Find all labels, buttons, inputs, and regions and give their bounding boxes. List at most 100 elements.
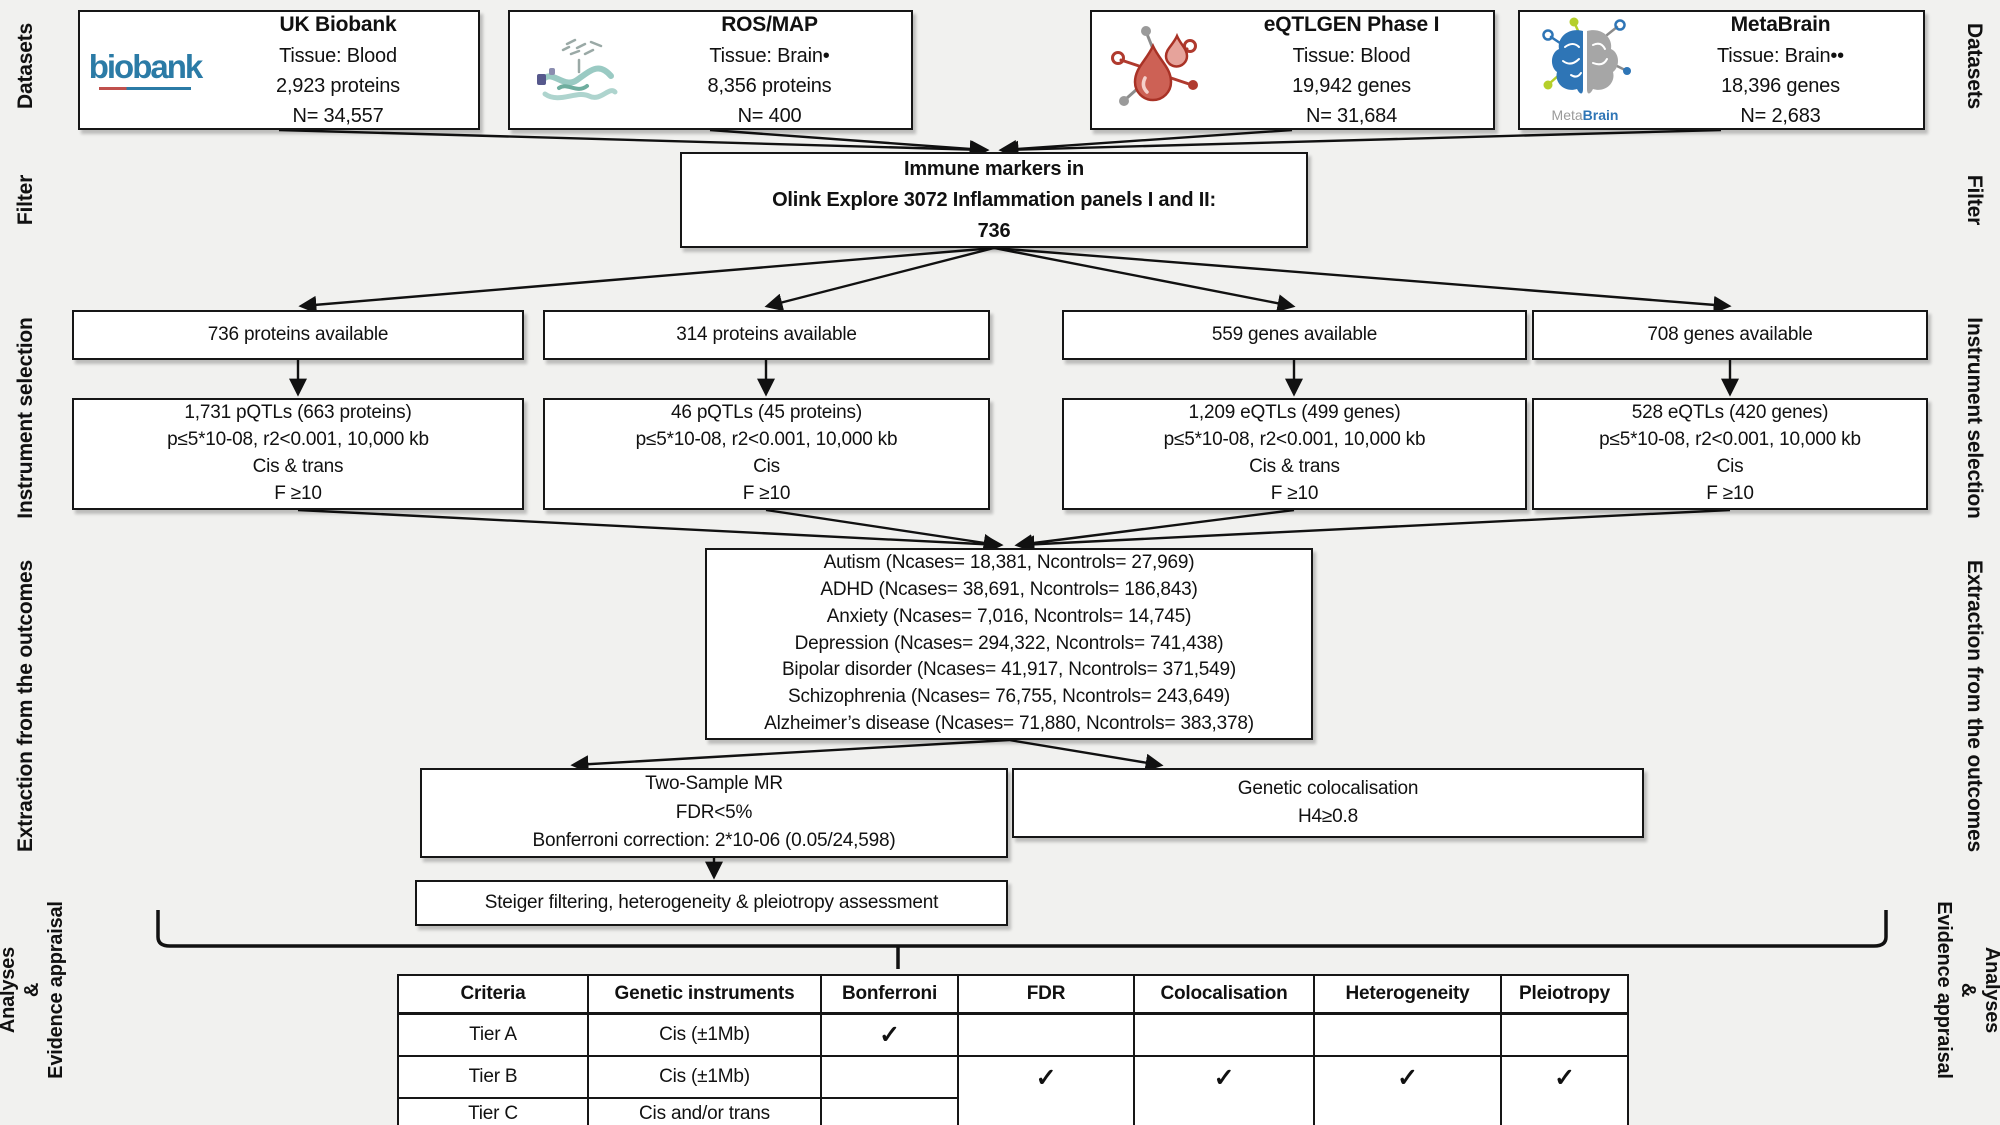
- tier-a-fdr-cell: [957, 1012, 1135, 1057]
- header-colocalisation: Colocalisation: [1133, 974, 1315, 1015]
- filter-box: Immune markers in Olink Explore 3072 Inf…: [680, 152, 1308, 248]
- dataset-title: eQTLGEN Phase I: [1263, 13, 1440, 37]
- dataset-title: MetaBrain: [1730, 13, 1831, 37]
- uk-biobank-logo: biobank: [86, 50, 204, 90]
- qtl-line1: 46 pQTLs (45 proteins): [671, 402, 862, 424]
- qtl-box-rosmap: 46 pQTLs (45 proteins) p≤5*10-08, r2<0.0…: [543, 398, 990, 510]
- available-box-ukb: 736 proteins available: [72, 310, 524, 360]
- available-text: 314 proteins available: [676, 324, 857, 345]
- metabrain-logo-text: MetaBrain: [1552, 107, 1619, 123]
- side-label-extraction-right: Extraction from the outcomes: [1963, 560, 1986, 852]
- outcome-bipolar: Bipolar disorder (Ncases= 41,917, Ncontr…: [781, 659, 1237, 681]
- qtl-line3: Cis: [753, 456, 780, 477]
- metabrain-meta-text: Meta: [1551, 107, 1583, 123]
- dataset-box-rosmap: ROS/MAP Tissue: Brain• 8,356 proteins N=…: [508, 10, 913, 130]
- side-label-instrument-left: Instrument selection: [14, 317, 37, 519]
- tier-a-row: Tier A Cis (±1Mb) ✓: [397, 1012, 1629, 1057]
- analyses-label-line2: &: [1957, 982, 1979, 998]
- protein-structure-icon: [516, 24, 634, 116]
- steiger-text: Steiger filtering, heterogeneity & pleio…: [484, 892, 939, 913]
- side-label-datasets-right: Datasets: [1963, 23, 1986, 109]
- mr-title: Two-Sample MR: [645, 773, 783, 795]
- header-genetic-instruments: Genetic instruments: [587, 974, 822, 1015]
- dataset-markers: 8,356 proteins: [707, 74, 832, 97]
- tier-a-label: Tier A: [397, 1012, 589, 1057]
- side-label-analyses-right: Analyses & Evidence appraisal: [1932, 895, 2000, 1085]
- dataset-markers: 2,923 proteins: [276, 74, 400, 97]
- dataset-tissue: Tissue: Blood: [279, 44, 397, 67]
- outcome-depression: Depression (Ncases= 294,322, Ncontrols= …: [794, 632, 1224, 654]
- qtl-line2: p≤5*10-08, r2<0.001, 10,000 kb: [167, 429, 429, 451]
- outcome-adhd: ADHD (Ncases= 38,691, Ncontrols= 186,843…: [820, 578, 1198, 600]
- qtl-line4: F ≥10: [274, 482, 322, 504]
- coloc-threshold: H4≥0.8: [1298, 806, 1358, 827]
- biobank-logo-text: biobank: [88, 48, 204, 85]
- metabrain-brain-text: Brain: [1582, 107, 1619, 123]
- qtl-line2: p≤5*10-08, r2<0.001, 10,000 kb: [635, 429, 898, 451]
- tier-a-heterogeneity-cell: [1313, 1012, 1502, 1057]
- coloc-title: Genetic colocalisation: [1237, 777, 1419, 799]
- tier-a-pleiotropy-cell: [1500, 1012, 1629, 1057]
- heterogeneity-check: ✓: [1313, 1055, 1502, 1125]
- outcomes-box: Autism (Ncases= 18,381, Ncontrols= 27,96…: [705, 548, 1313, 740]
- dataset-markers: 18,396 genes: [1721, 74, 1840, 97]
- tier-c-label: Tier C: [397, 1097, 589, 1125]
- dataset-markers: 19,942 genes: [1292, 74, 1411, 97]
- qtl-line1: 1,209 eQTLs (499 genes): [1188, 402, 1401, 424]
- qtl-line3: Cis: [1716, 456, 1744, 477]
- metabrain-logo: MetaBrain: [1526, 17, 1644, 123]
- tier-table-header-row: Criteria Genetic instruments Bonferroni …: [397, 974, 1629, 1015]
- available-box-eqtlgen: 559 genes available: [1062, 310, 1527, 360]
- tier-c-instruments: Cis and/or trans: [587, 1097, 822, 1125]
- analyses-label-line3: Evidence appraisal: [1933, 901, 1955, 1079]
- side-label-instrument-right: Instrument selection: [1963, 317, 1986, 519]
- blood-drops-icon: [1098, 20, 1216, 120]
- available-text: 736 proteins available: [207, 324, 389, 345]
- colocalisation-box: Genetic colocalisation H4≥0.8: [1012, 768, 1644, 838]
- qtl-line4: F ≥10: [1270, 482, 1319, 504]
- biobank-logo-tagline: [99, 87, 191, 90]
- qtl-line4: F ≥10: [742, 482, 791, 504]
- side-label-datasets-left: Datasets: [14, 23, 37, 109]
- dataset-n: N= 31,684: [1305, 104, 1398, 127]
- side-label-extraction-left: Extraction from the outcomes: [14, 560, 37, 852]
- dataset-box-uk-biobank: biobank UK Biobank Tissue: Blood 2,923 p…: [78, 10, 480, 130]
- dataset-n: N= 400: [737, 104, 802, 127]
- colocalisation-check: ✓: [1133, 1055, 1315, 1125]
- filter-line1: Immune markers in: [903, 157, 1084, 180]
- qtl-box-metabrain: 528 eQTLs (420 genes) p≤5*10-08, r2<0.00…: [1532, 398, 1928, 510]
- side-label-filter-right: Filter: [1963, 174, 1986, 226]
- dataset-title: ROS/MAP: [721, 13, 818, 37]
- header-criteria: Criteria: [397, 974, 589, 1015]
- two-sample-mr-box: Two-Sample MR FDR<5% Bonferroni correcti…: [420, 768, 1008, 858]
- qtl-box-eqtlgen: 1,209 eQTLs (499 genes) p≤5*10-08, r2<0.…: [1062, 398, 1527, 510]
- tier-b-instruments: Cis (±1Mb): [587, 1055, 822, 1099]
- dataset-tissue: Tissue: Blood: [1292, 44, 1411, 67]
- tier-a-bonferroni-check: ✓: [820, 1012, 959, 1057]
- fdr-check: ✓: [957, 1055, 1135, 1125]
- qtl-line1: 1,731 pQTLs (663 proteins): [184, 402, 412, 424]
- dataset-title: UK Biobank: [279, 13, 397, 37]
- mr-fdr: FDR<5%: [675, 801, 753, 823]
- qtl-line1: 528 eQTLs (420 genes): [1631, 402, 1829, 424]
- qtl-line3: Cis & trans: [1249, 456, 1340, 477]
- header-fdr: FDR: [957, 974, 1135, 1015]
- header-bonferroni: Bonferroni: [820, 974, 959, 1015]
- dataset-n: N= 2,683: [1740, 104, 1821, 127]
- available-box-metabrain: 708 genes available: [1532, 310, 1928, 360]
- qtl-line2: p≤5*10-08, r2<0.001, 10,000 kb: [1163, 429, 1426, 451]
- tier-b-label: Tier B: [397, 1055, 589, 1099]
- analyses-label-line3: Evidence appraisal: [45, 901, 67, 1079]
- outcome-autism: Autism (Ncases= 18,381, Ncontrols= 27,96…: [823, 551, 1195, 573]
- dataset-box-metabrain: MetaBrain MetaBrain Tissue: Brain•• 18,3…: [1518, 10, 1925, 130]
- dataset-box-eqtlgen: eQTLGEN Phase I Tissue: Blood 19,942 gen…: [1090, 10, 1495, 130]
- filter-line2: Olink Explore 3072 Inflammation panels I…: [772, 188, 1216, 211]
- side-label-filter-left: Filter: [14, 174, 37, 226]
- available-box-rosmap: 314 proteins available: [543, 310, 990, 360]
- outcome-anxiety: Anxiety (Ncases= 7,016, Ncontrols= 14,74…: [826, 605, 1192, 627]
- available-text: 708 genes available: [1647, 324, 1813, 345]
- tier-b-bonferroni-cell: [820, 1055, 959, 1099]
- tier-table: Criteria Genetic instruments Bonferroni …: [397, 974, 1629, 1125]
- dataset-tissue: Tissue: Brain••: [1717, 44, 1844, 67]
